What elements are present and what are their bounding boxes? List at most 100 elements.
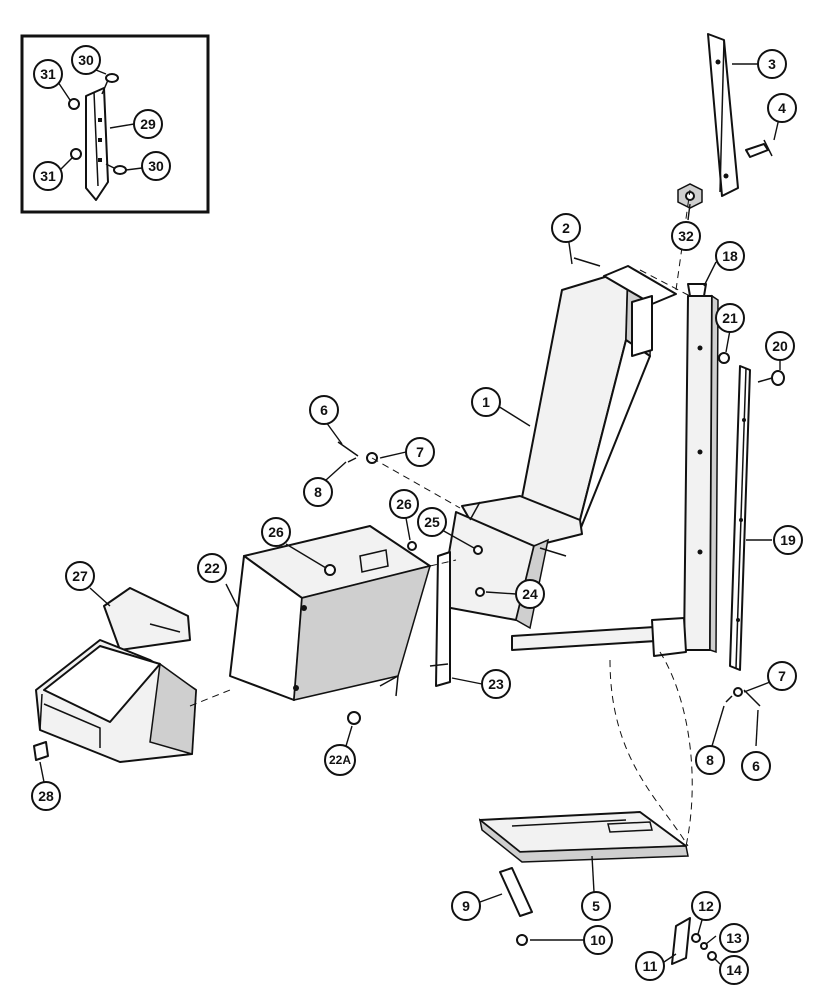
part-24-nut [475,587,485,597]
callout-6-lower: 6 [741,751,771,781]
svg-text:6: 6 [752,758,760,774]
svg-text:2: 2 [562,220,570,236]
callout-13: 13 [719,923,749,953]
part-11-latch [671,917,691,965]
svg-text:20: 20 [772,338,788,354]
part-19-bar [729,365,751,671]
callout-8-lower: 8 [695,745,725,775]
svg-text:14: 14 [726,962,742,978]
svg-text:9: 9 [462,898,470,914]
part-18-channel [683,283,719,654]
leader-lines [39,63,781,965]
part-22a-nut [347,711,361,725]
svg-text:8: 8 [314,484,322,500]
part-28-plug [33,741,49,761]
svg-text:24: 24 [522,586,538,602]
svg-text:27: 27 [72,568,88,584]
part-13-spring [700,942,708,950]
svg-text:6: 6 [320,402,328,418]
svg-text:26: 26 [396,496,412,512]
svg-text:32: 32 [678,228,694,244]
callout-18: 18 [715,241,745,271]
svg-text:7: 7 [778,668,786,684]
svg-text:8: 8 [706,752,714,768]
callout-10: 10 [583,925,613,955]
callout-19: 19 [773,525,803,555]
part-8-pin-upper [347,457,357,463]
part-26-nut-right [407,541,417,551]
part-1-chute [439,268,653,630]
part-26-nut-left [324,564,336,576]
callout-31-bottom: 31 [33,161,63,191]
callout-22a: 22A [324,744,356,776]
callout-20: 20 [765,331,795,361]
callout-12: 12 [691,891,721,921]
svg-text:26: 26 [268,524,284,540]
part-2-pin-bracket [573,257,677,357]
callout-6-upper: 6 [309,395,339,425]
callout-26-left: 26 [261,517,291,547]
part-31-nut-bottom [70,148,82,160]
callout-31-top: 31 [33,59,63,89]
svg-text:23: 23 [488,676,504,692]
svg-text:29: 29 [140,116,156,132]
part-9-plate [499,867,533,917]
part-8-pin-lower [725,695,733,703]
callout-30-bottom: 30 [141,151,171,181]
part-12-washer [691,933,701,943]
callout-21: 21 [715,303,745,333]
svg-text:12: 12 [698,898,714,914]
part-7-washer-lower [733,687,743,697]
svg-text:30: 30 [78,52,94,68]
part-22-box [229,525,432,701]
part-25-bolt [473,545,483,555]
callout-1: 1 [471,387,501,417]
svg-text:5: 5 [592,898,600,914]
svg-text:31: 31 [40,66,56,82]
callout-14: 14 [719,955,749,985]
support-strut [511,617,687,657]
part-23-strip [429,551,451,687]
part-4-bolt [745,139,773,158]
callout-29: 29 [133,109,163,139]
part-6-bolt-upper [337,441,359,457]
part-21-nut [718,352,730,364]
callout-27: 27 [65,561,95,591]
svg-text:11: 11 [643,958,658,974]
svg-text:25: 25 [424,514,440,530]
callout-24: 24 [515,579,545,609]
callout-30-top: 30 [71,45,101,75]
svg-text:4: 4 [778,100,786,116]
callout-5: 5 [581,891,611,921]
part-30-bolt-top [101,73,119,95]
svg-text:22: 22 [204,560,220,576]
callout-7-lower: 7 [767,661,797,691]
svg-text:22A: 22A [329,753,351,767]
callout-32: 32 [671,221,701,251]
svg-text:7: 7 [416,444,424,460]
callout-7-upper: 7 [405,437,435,467]
callout-26-right: 26 [389,489,419,519]
part-32-nut [677,183,703,209]
svg-text:13: 13 [726,930,742,946]
svg-text:19: 19 [780,532,796,548]
callout-8-upper: 8 [303,477,333,507]
part-20-bolt [757,370,785,386]
svg-text:3: 3 [768,56,776,72]
callout-9: 9 [451,891,481,921]
callout-11: 11 [635,951,665,981]
svg-text:31: 31 [40,168,56,184]
callout-23: 23 [481,669,511,699]
callout-4: 4 [767,93,797,123]
part-6-bolt-lower [743,689,761,707]
svg-text:18: 18 [722,248,738,264]
part-29-bracket [85,87,109,201]
part-3-plate [707,33,739,197]
callout-2: 2 [551,213,581,243]
svg-text:28: 28 [38,788,54,804]
part-5-tray [478,811,689,863]
callout-28: 28 [31,781,61,811]
part-10-nut [516,934,528,946]
part-31-nut-top [68,98,80,110]
